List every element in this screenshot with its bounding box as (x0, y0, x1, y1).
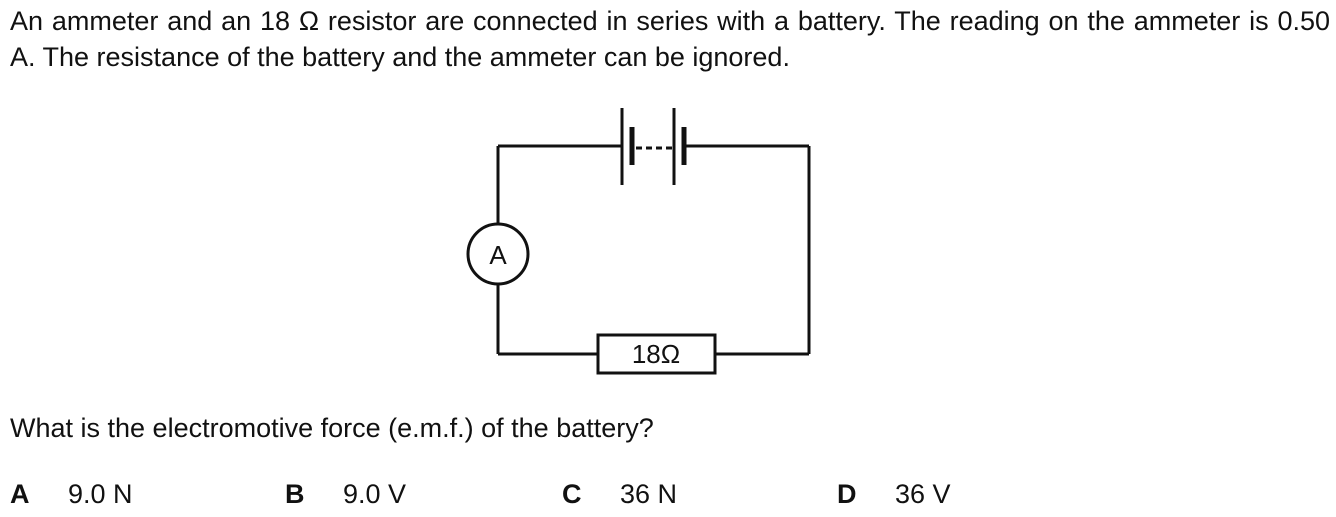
option-d[interactable]: D 36 V (837, 476, 951, 512)
resistor-symbol: 18Ω (596, 333, 717, 375)
option-a[interactable]: A 9.0 N (10, 476, 133, 512)
option-d-letter: D (837, 479, 857, 509)
option-b[interactable]: B 9.0 V (285, 476, 406, 512)
battery-symbol (620, 108, 687, 185)
option-c-value: 36 N (620, 479, 678, 509)
option-b-letter: B (285, 479, 305, 509)
ammeter-symbol: A (466, 222, 530, 286)
resistor-label: 18Ω (632, 339, 680, 369)
ammeter-label: A (489, 240, 507, 270)
option-a-value: 9.0 N (68, 479, 133, 509)
option-a-letter: A (10, 479, 30, 509)
question-prompt: What is the electromotive force (e.m.f.)… (10, 413, 654, 443)
option-c-letter: C (562, 479, 582, 509)
question-intro: An ammeter and an 18 Ω resistor are conn… (10, 6, 1330, 72)
option-b-value: 9.0 V (343, 479, 407, 509)
option-c[interactable]: C 36 N (562, 476, 677, 512)
option-d-value: 36 V (895, 479, 951, 509)
